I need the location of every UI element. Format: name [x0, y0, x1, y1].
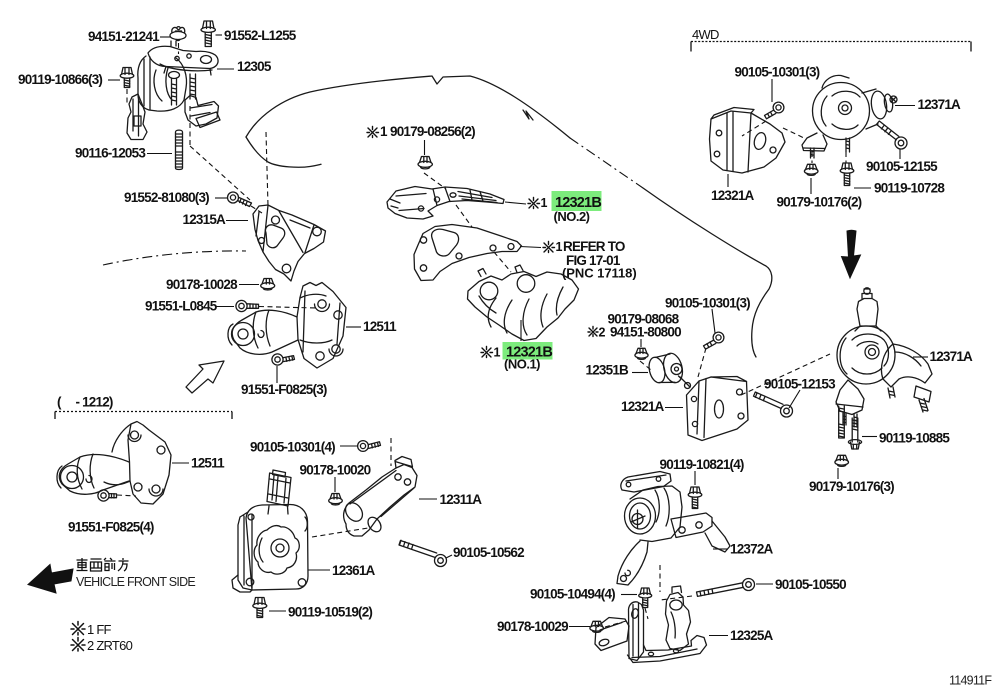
svg-text:90119-10885: 90119-10885	[879, 431, 950, 446]
svg-text:90105-12155: 90105-12155	[866, 159, 938, 174]
svg-text:FIG 17-01: FIG 17-01	[566, 253, 621, 268]
svg-text:90119-10728: 90119-10728	[874, 181, 945, 196]
svg-text:91551-F0825(3): 91551-F0825(3)	[241, 382, 327, 397]
svg-text:1: 1	[380, 124, 388, 139]
svg-text:1: 1	[541, 196, 548, 210]
svg-text:12361A: 12361A	[332, 563, 376, 578]
svg-text:94151-21241: 94151-21241	[88, 29, 160, 44]
svg-text:12372A: 12372A	[730, 542, 774, 557]
svg-text:94151-80800: 94151-80800	[610, 325, 681, 340]
svg-text:12371A: 12371A	[918, 97, 962, 112]
svg-text:12311A: 12311A	[440, 492, 483, 507]
svg-text:12351B: 12351B	[586, 363, 630, 378]
svg-text:(NO.2): (NO.2)	[554, 209, 590, 224]
svg-text:12305: 12305	[237, 59, 272, 74]
svg-text:90105-10301(3): 90105-10301(3)	[735, 65, 820, 80]
svg-text:REFER TO: REFER TO	[563, 239, 625, 254]
svg-text:90105-10562: 90105-10562	[453, 545, 524, 560]
svg-text:90105-12153: 90105-12153	[764, 377, 836, 392]
svg-text:(PNC 17118): (PNC 17118)	[562, 266, 637, 281]
svg-text:90179-10176(2): 90179-10176(2)	[777, 195, 862, 210]
svg-text:1: 1	[494, 346, 501, 360]
svg-text:12371A: 12371A	[930, 349, 974, 364]
svg-text:90119-10821(4): 90119-10821(4)	[660, 457, 744, 472]
svg-text:90119-10866(3): 90119-10866(3)	[18, 72, 102, 87]
svg-text:12321A: 12321A	[621, 399, 665, 414]
svg-text:90119-10519(2): 90119-10519(2)	[288, 605, 372, 620]
svg-text:12325A: 12325A	[730, 628, 774, 643]
svg-text:90179-08068: 90179-08068	[608, 312, 680, 327]
svg-text:90116-12053: 90116-12053	[75, 146, 146, 161]
svg-text:90105-10550: 90105-10550	[775, 577, 846, 592]
svg-text:(NO.1): (NO.1)	[504, 357, 540, 372]
svg-text:12511: 12511	[191, 456, 225, 471]
svg-text:90105-10301(4): 90105-10301(4)	[250, 440, 335, 455]
svg-text:90179-08256(2): 90179-08256(2)	[390, 124, 475, 139]
svg-text:91552-L1255: 91552-L1255	[224, 28, 297, 43]
svg-text:90178-10028: 90178-10028	[166, 277, 238, 292]
svg-text:12511: 12511	[363, 319, 397, 334]
svg-text:2: 2	[599, 326, 606, 340]
svg-text:90105-10301(3): 90105-10301(3)	[665, 296, 750, 311]
svg-text:90178-10029: 90178-10029	[497, 619, 568, 634]
svg-text:12321A: 12321A	[711, 188, 755, 203]
svg-text:12321B: 12321B	[555, 195, 601, 211]
svg-text:2 ZRT60: 2 ZRT60	[87, 638, 133, 653]
svg-text:4WD: 4WD	[692, 27, 719, 42]
svg-text:90178-10020: 90178-10020	[300, 463, 371, 478]
svg-text:12315A: 12315A	[183, 212, 227, 227]
svg-text:91551-F0825(4): 91551-F0825(4)	[68, 520, 154, 535]
svg-text:1 FF: 1 FF	[87, 622, 112, 637]
svg-text:90105-10494(4): 90105-10494(4)	[530, 587, 615, 602]
svg-text:( - 1212): ( - 1212)	[57, 395, 113, 410]
svg-text:114911F: 114911F	[949, 674, 992, 688]
svg-text:91552-81080(3): 91552-81080(3)	[124, 190, 209, 205]
svg-text:1: 1	[556, 240, 563, 254]
svg-text:90179-10176(3): 90179-10176(3)	[809, 479, 894, 494]
svg-text:91551-L0845: 91551-L0845	[145, 299, 218, 314]
svg-text:VEHICLE FRONT SIDE: VEHICLE FRONT SIDE	[76, 575, 195, 589]
svg-text:12321B: 12321B	[506, 345, 552, 361]
